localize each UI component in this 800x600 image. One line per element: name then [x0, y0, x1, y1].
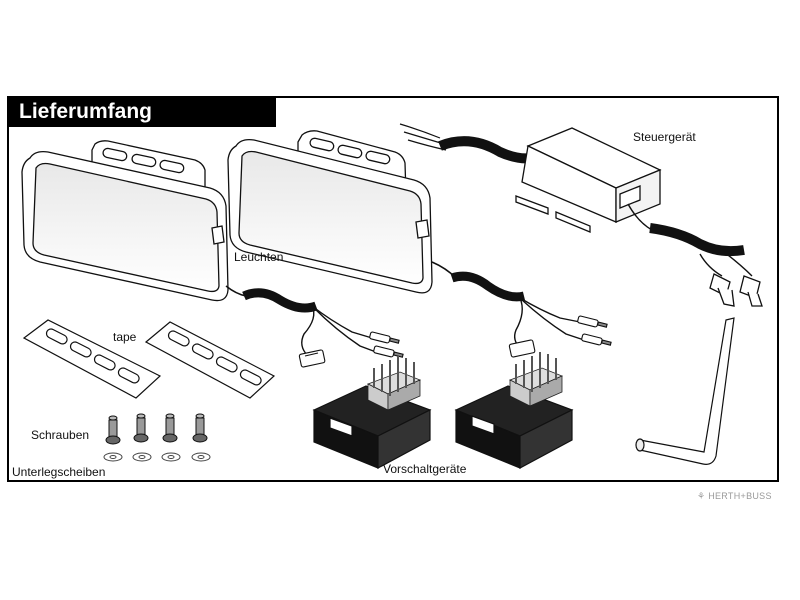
section-title: Lieferumfang — [7, 96, 276, 127]
brand-watermark: ⚘ HERTH+BUSS — [697, 491, 772, 502]
ballast-unit-left — [312, 356, 432, 470]
lamp-right — [227, 130, 433, 294]
washer-2-icon — [132, 452, 152, 462]
control-unit — [399, 123, 763, 307]
screw-4-icon — [192, 413, 208, 443]
label-steuergeraet: Steuergerät — [633, 130, 696, 144]
label-tape: tape — [113, 330, 137, 344]
washers — [103, 452, 211, 462]
washer-1-icon — [103, 452, 123, 462]
label-unterlegscheiben: Unterlegscheiben — [12, 465, 106, 479]
label-schrauben: Schrauben — [31, 428, 90, 442]
mounting-tape-left — [22, 319, 162, 399]
screws — [105, 413, 208, 445]
hb-logo-icon: ⚘ — [697, 491, 706, 501]
brand-text: HERTH+BUSS — [708, 491, 772, 501]
lamp-left-connector — [298, 331, 404, 368]
mounting-tape-right — [144, 321, 276, 399]
lamp-left-plugs — [369, 331, 404, 358]
lamp-left — [21, 140, 229, 302]
washer-4-icon — [191, 452, 211, 462]
washer-3-icon — [161, 452, 181, 462]
lamp-left-cable — [225, 285, 377, 357]
ballast-unit-right — [454, 352, 574, 470]
screw-1-icon — [105, 415, 121, 445]
label-vorschaltgeraete: Vorschaltgeräte — [383, 462, 467, 476]
screw-2-icon — [133, 413, 149, 443]
label-leuchten: Leuchten — [234, 250, 284, 264]
lamp-right-cable — [431, 261, 585, 349]
hex-key-icon — [635, 317, 735, 465]
screw-3-icon — [162, 413, 178, 443]
lamp-right-connector — [508, 315, 612, 358]
